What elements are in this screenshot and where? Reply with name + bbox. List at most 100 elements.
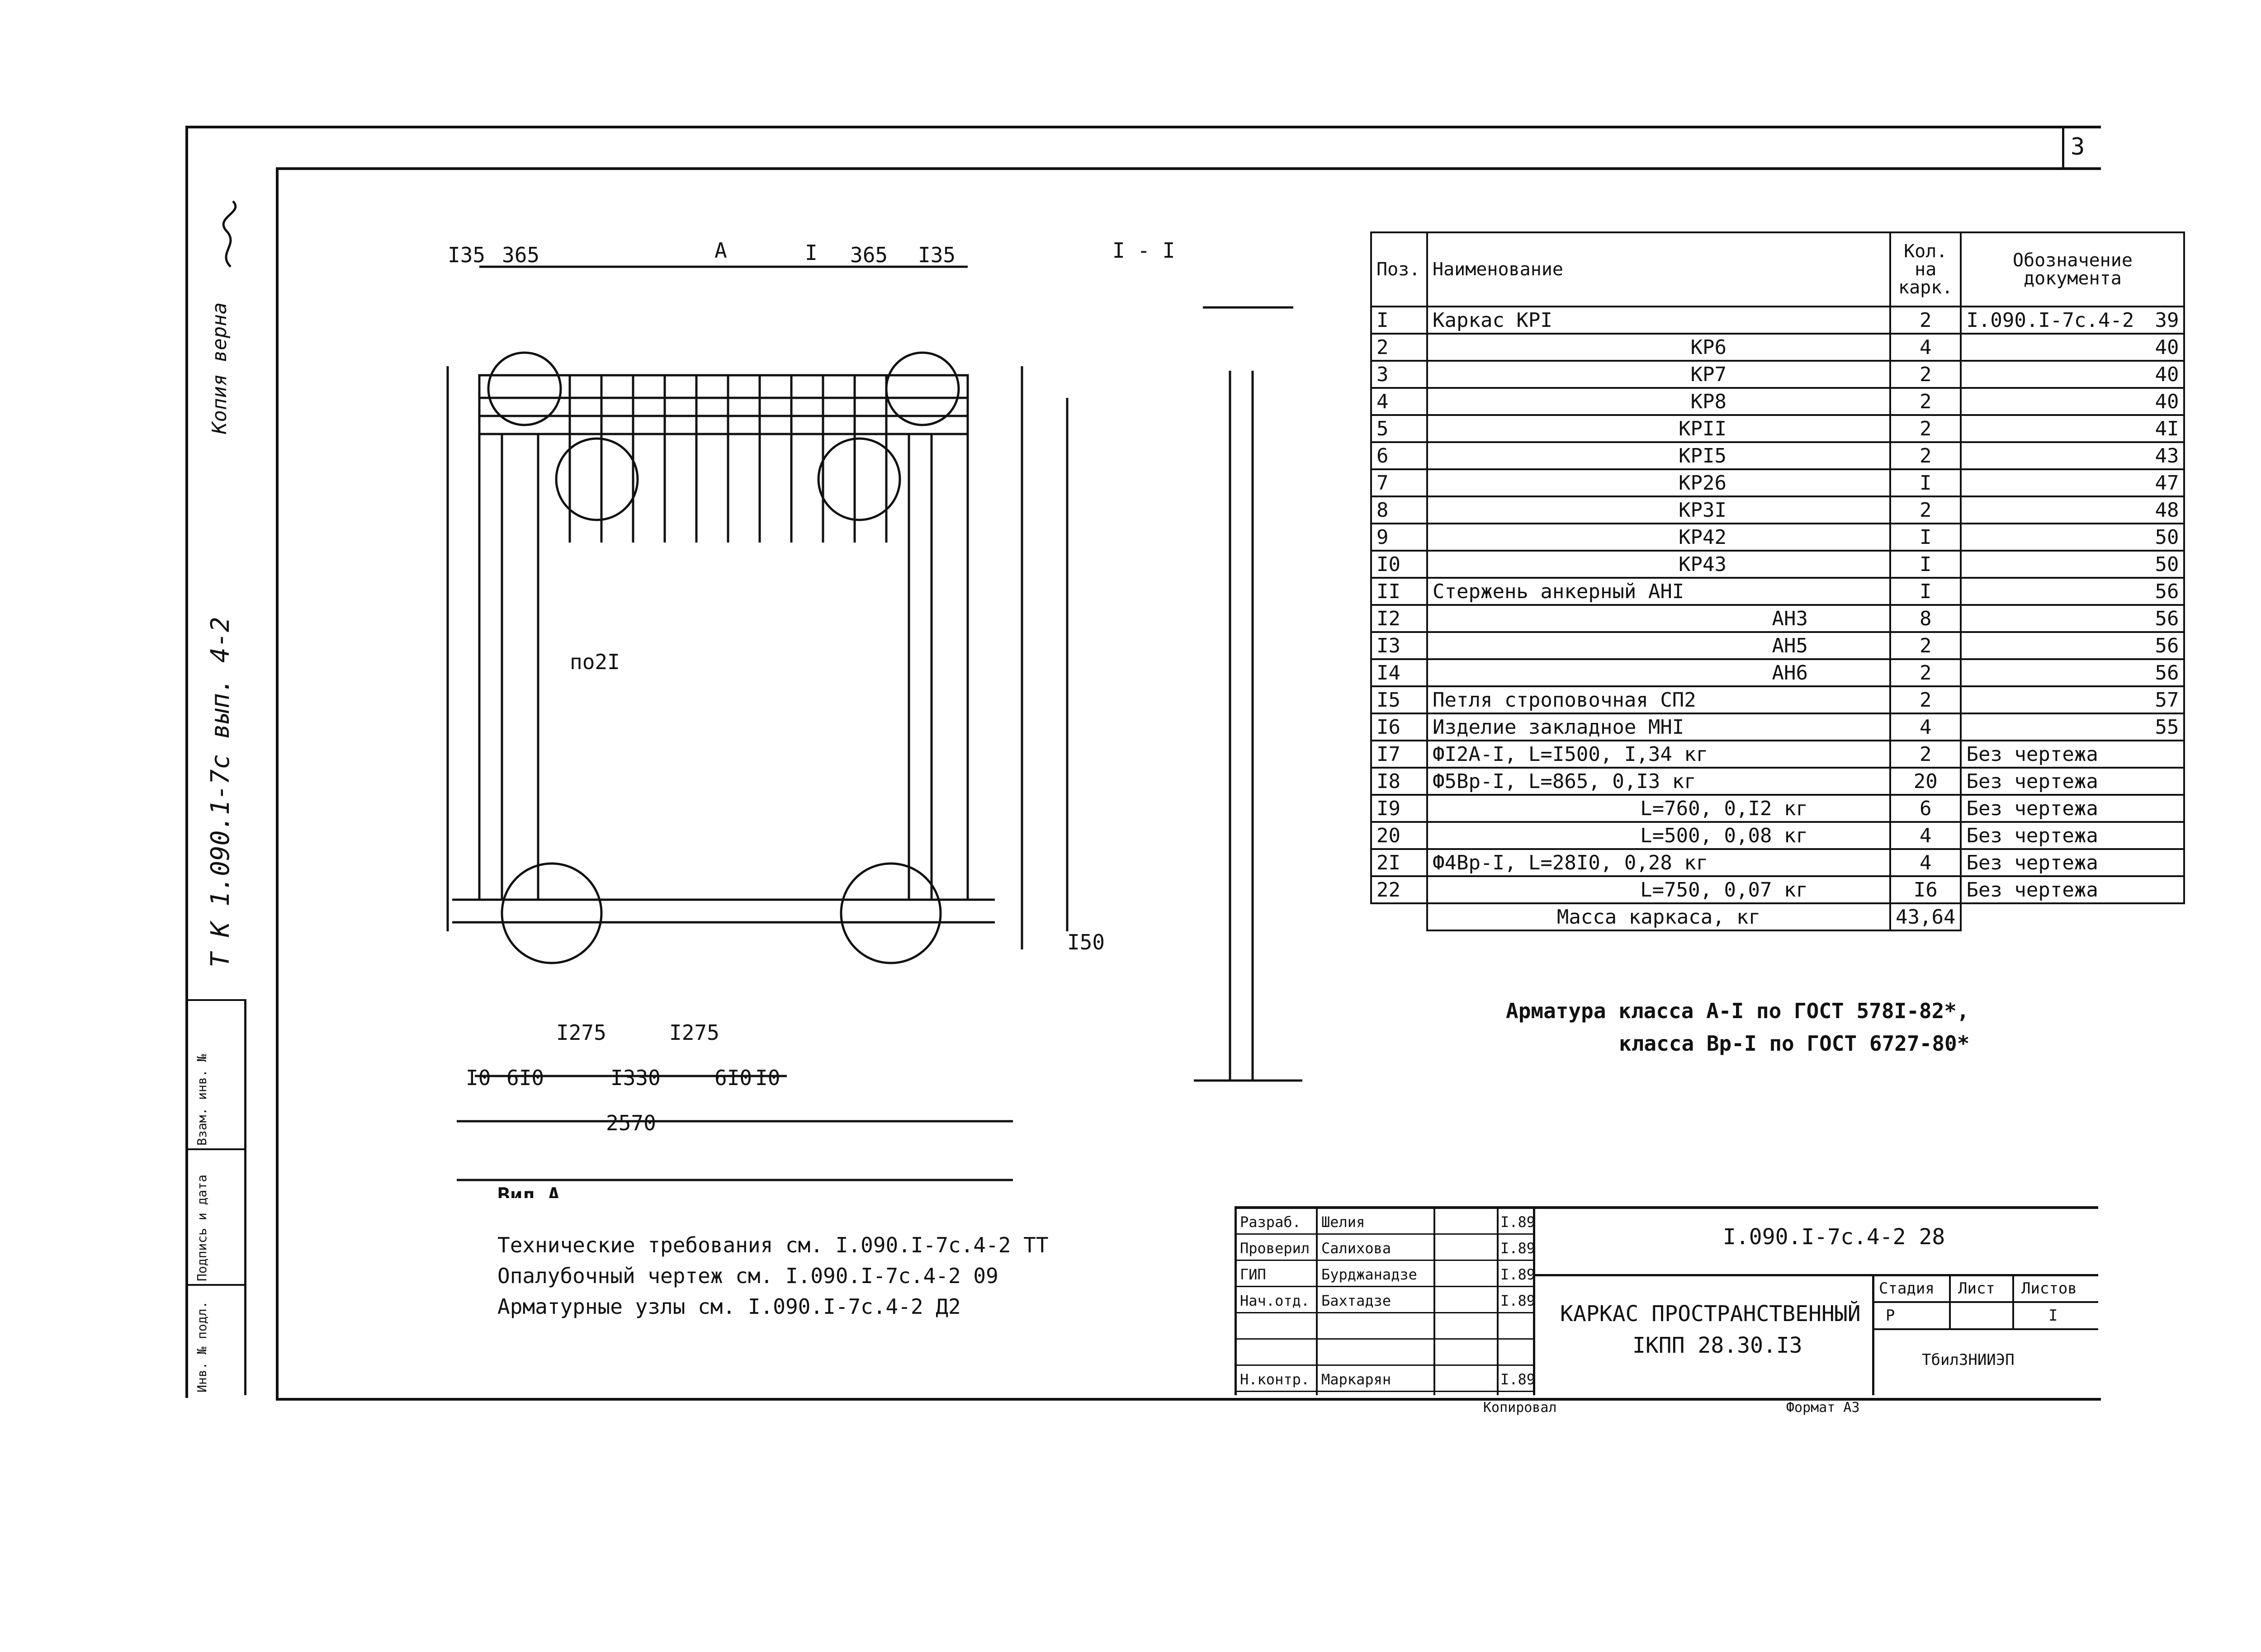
spec-pos: I7 (1370, 740, 1428, 769)
spec-qty: 8 (1889, 604, 1962, 633)
spec-name: КР3I (1426, 496, 1891, 524)
spec-qty: 2 (1889, 658, 1962, 687)
spec-name: АН3 (1426, 604, 1891, 633)
dim-bottom-3: I0 (466, 1066, 491, 1090)
title-role-role: Н.контр. (1240, 1371, 1310, 1388)
title-role-date: I.89 (1500, 1266, 1536, 1283)
steel-note-line2: класса Вр-I по ГОСТ 6727-80* (1619, 1031, 1970, 1056)
spec-doc: Без чертежа (1960, 767, 2185, 796)
spec-doc-page: 57 (2155, 688, 2179, 712)
cut-i-label: I (805, 241, 818, 265)
spec-name: КР7 (1426, 360, 1891, 389)
outer-frame (185, 126, 2101, 1398)
spec-name: КР43 (1426, 550, 1891, 579)
format-label: Формат А3 (1786, 1400, 1860, 1416)
title-role-date: I.89 (1500, 1213, 1536, 1231)
spec-pos: I9 (1370, 794, 1428, 823)
spec-qty: 2 (1889, 441, 1962, 470)
note-formwork: Опалубочный чертеж см. I.090.I-7с.4-2 09 (497, 1264, 998, 1288)
spec-pos: 7 (1370, 468, 1428, 497)
spec-doc-page: 40 (2155, 390, 2179, 413)
spec-doc: 47 (1960, 468, 2185, 497)
spec-pos: 8 (1370, 496, 1428, 524)
title-role-date: I.89 (1500, 1292, 1536, 1309)
stage-label: Стадия (1879, 1279, 1935, 1298)
dim-bottom-4: 6I0 (506, 1066, 544, 1090)
copy-stamp: Копия верна (208, 302, 231, 434)
title-line2: IКПП 28.30.I3 (1632, 1333, 1802, 1358)
title-role-name: Бурджанадзе (1321, 1266, 1417, 1283)
spec-pos: II (1370, 577, 1428, 606)
title-role-role: ГИП (1240, 1266, 1266, 1283)
spec-name: Каркас КРI (1426, 306, 1891, 335)
spec-doc-page: 56 (2155, 634, 2179, 657)
title-role-name: Бахтадзе (1321, 1292, 1391, 1309)
title-line1: КАРКАС ПРОСТРАНСТВЕННЫЙ (1560, 1301, 1861, 1326)
spec-pos: 3 (1370, 360, 1428, 389)
header-doc: Обозначение документа (1960, 231, 2185, 307)
spec-qty: I (1889, 523, 1962, 552)
title-role-role: Проверил (1240, 1240, 1310, 1257)
spec-qty: I (1889, 468, 1962, 497)
title-role-name: Салихова (1321, 1240, 1391, 1257)
spec-doc-code: Без чертежа (1966, 878, 2098, 902)
spec-doc: 50 (1960, 550, 2185, 579)
spec-qty: 2 (1889, 360, 1962, 389)
spec-pos: 2 (1370, 333, 1428, 362)
view-a-label: Вид А (497, 1183, 560, 1198)
spec-name: КРI5 (1426, 441, 1891, 470)
dim-top-2: 365 (502, 243, 539, 267)
header-pos: Поз. (1370, 231, 1428, 307)
steel-note: Арматура класса А-I по ГОСТ 578I-82*, кл… (1506, 995, 1969, 1060)
spec-doc: Без чертежа (1960, 740, 2185, 769)
spec-doc-code: Без чертежа (1966, 742, 2098, 766)
side-cell-replace: Взам. инв. № (185, 999, 244, 1150)
mass-label: Масса каркаса, кг (1426, 902, 1891, 931)
spec-doc-code: Без чертежа (1966, 824, 2098, 847)
cut-a-label: А (714, 238, 727, 263)
sheets-label: Листов (2021, 1279, 2077, 1298)
spec-doc: 57 (1960, 685, 2185, 714)
spec-pos: 4 (1370, 387, 1428, 416)
series-stamp: Т К 1.090.1-7с вып. 4-2 (206, 617, 235, 968)
spec-doc-code: Без чертежа (1966, 797, 2098, 820)
spec-doc-page: 47 (2155, 471, 2179, 495)
sheets-value: I (2048, 1307, 2058, 1325)
spec-qty: 2 (1889, 387, 1962, 416)
spec-doc-page: 50 (2155, 525, 2179, 549)
title-role-role: Разраб. (1240, 1213, 1301, 1231)
spec-doc: 56 (1960, 604, 2185, 633)
header-name: Наименование (1426, 231, 1891, 307)
spec-doc-page: 50 (2155, 552, 2179, 576)
spec-doc-page: 56 (2155, 580, 2179, 603)
spec-doc-page: 40 (2155, 363, 2179, 386)
mark-po20: по2I (570, 650, 620, 674)
spec-name: Изделие закладное МНI (1426, 713, 1891, 741)
spec-doc-page: 48 (2155, 498, 2179, 522)
spec-qty: 4 (1889, 333, 1962, 362)
specification-table: Поз. Наименование Кол. на карк. Обозначе… (1370, 231, 2185, 931)
spec-doc: 40 (1960, 360, 2185, 389)
spec-doc: 50 (1960, 523, 2185, 552)
drawing-area: I35 365 365 I35 А I I - I I275 I275 I0 6… (446, 238, 1302, 1198)
spec-pos: I0 (1370, 550, 1428, 579)
dim-bottom-7: I0 (755, 1066, 780, 1090)
spec-doc: 56 (1960, 577, 2185, 606)
